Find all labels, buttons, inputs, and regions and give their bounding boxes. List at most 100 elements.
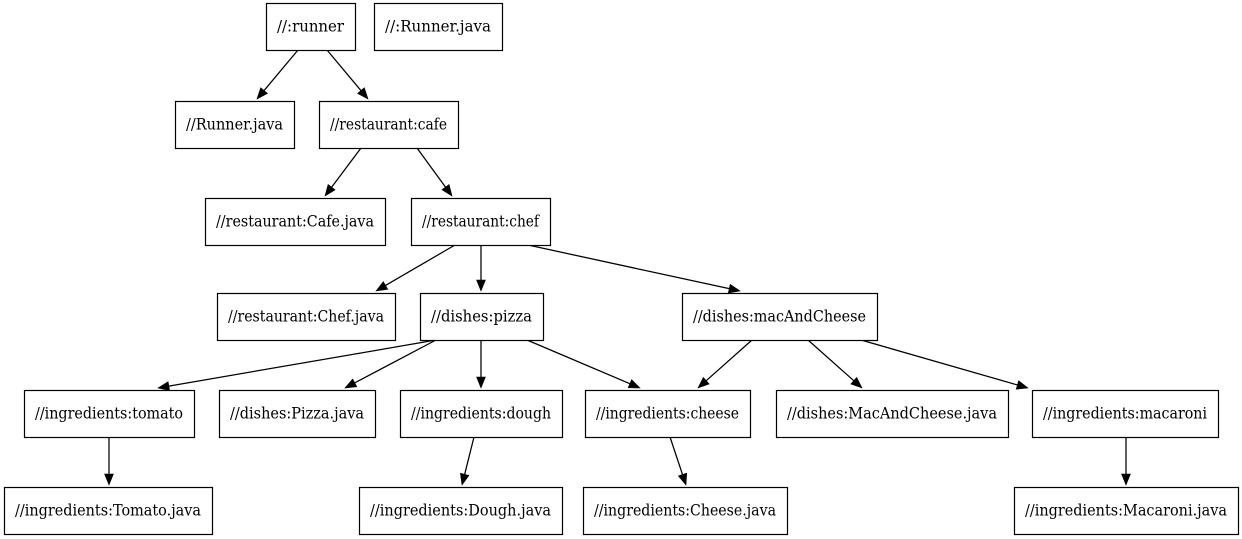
- edge-line: [526, 339, 631, 385]
- node-box[interactable]: [204, 197, 387, 247]
- graph-edge: [807, 339, 863, 389]
- graph-node-macandcheese_java[interactable]: //dishes:MacAndCheese.java: [775, 389, 1010, 439]
- graph-node-dough_java[interactable]: //ingredients:Dough.java: [358, 486, 564, 536]
- graph-node-runner[interactable]: //:runner: [265, 2, 357, 52]
- graph-edge: [416, 147, 453, 197]
- node-box[interactable]: [399, 389, 564, 439]
- edge-line: [331, 147, 362, 188]
- node-label: //dishes:MacAndCheese.java: [787, 405, 997, 423]
- edge-line: [416, 147, 447, 188]
- arrowhead-icon: [344, 378, 358, 389]
- node-box[interactable]: [775, 389, 1010, 439]
- graph-edge: [256, 49, 299, 100]
- graph-node-tomato_java[interactable]: //ingredients:Tomato.java: [3, 486, 214, 536]
- node-box[interactable]: [1013, 486, 1240, 536]
- node-label: //ingredients:Macaroni.java: [1025, 502, 1227, 520]
- arrowhead-icon: [627, 379, 641, 389]
- node-label: //ingredients:tomato: [35, 405, 183, 423]
- node-box[interactable]: [3, 486, 214, 536]
- edge-line: [705, 339, 753, 382]
- node-box[interactable]: [584, 389, 752, 439]
- node-box[interactable]: [216, 292, 397, 342]
- graph-node-runner_java_root[interactable]: //:Runner.java: [373, 2, 504, 52]
- edge-line: [168, 339, 437, 387]
- graph-edge: [326, 49, 369, 100]
- node-label: //dishes:pizza: [431, 308, 532, 326]
- edge-line: [527, 244, 730, 290]
- graph-node-macaroni_java[interactable]: //ingredients:Macaroni.java: [1013, 486, 1240, 536]
- graph-node-chef_java[interactable]: //restaurant:Chef.java: [216, 292, 397, 342]
- graph-edge: [104, 437, 114, 486]
- graph-edge: [157, 339, 437, 391]
- edge-line: [354, 339, 437, 384]
- node-box[interactable]: [1031, 389, 1220, 439]
- node-box[interactable]: [265, 2, 357, 52]
- graph-node-runner_java[interactable]: //Runner.java: [174, 100, 296, 150]
- graph-edge: [669, 436, 688, 486]
- graph-edge: [697, 339, 753, 389]
- node-box[interactable]: [23, 389, 196, 439]
- edge-line: [860, 339, 1018, 386]
- node-box[interactable]: [582, 486, 789, 536]
- edge-line: [263, 49, 299, 91]
- graph-node-tomato[interactable]: //ingredients:tomato: [23, 389, 196, 439]
- node-box[interactable]: [218, 389, 377, 439]
- arrowhead-icon: [256, 87, 268, 100]
- arrowhead-icon: [476, 376, 486, 389]
- node-label: //restaurant:Chef.java: [228, 308, 384, 326]
- node-label: //ingredients:macaroni: [1043, 405, 1207, 423]
- node-box[interactable]: [373, 2, 504, 52]
- arrowhead-icon: [850, 376, 863, 389]
- graph-edge: [324, 147, 362, 197]
- arrowhead-icon: [157, 381, 170, 391]
- node-box[interactable]: [174, 100, 296, 150]
- node-label: //ingredients:Tomato.java: [15, 502, 201, 520]
- arrowhead-icon: [375, 281, 389, 292]
- graph-edge: [476, 245, 486, 292]
- nodes-layer: //:runner //:Runner.java //Runner.java //re…: [3, 2, 1240, 536]
- graph-node-cheese[interactable]: //ingredients:cheese: [584, 389, 752, 439]
- arrowhead-icon: [460, 472, 470, 486]
- node-box[interactable]: [419, 292, 545, 342]
- arrowhead-icon: [476, 279, 486, 292]
- graph-node-chef[interactable]: //restaurant:chef: [410, 197, 552, 247]
- node-label: //dishes:Pizza.java: [230, 405, 364, 423]
- node-box[interactable]: [410, 197, 552, 247]
- edge-line: [385, 244, 456, 287]
- node-label: //:runner: [277, 18, 345, 36]
- graph-node-cafe_java[interactable]: //restaurant:Cafe.java: [204, 197, 387, 247]
- graph-edge: [460, 436, 475, 486]
- edges-layer: [104, 49, 1131, 486]
- node-label: //restaurant:chef: [422, 213, 540, 231]
- graph-node-dough[interactable]: //ingredients:dough: [399, 389, 564, 439]
- node-box[interactable]: [318, 100, 460, 150]
- graph-node-pizza_java[interactable]: //dishes:Pizza.java: [218, 389, 377, 439]
- node-label: //:Runner.java: [385, 18, 491, 36]
- node-label: //ingredients:Cheese.java: [594, 502, 776, 520]
- edge-line: [669, 436, 684, 475]
- graph-edge: [860, 339, 1029, 390]
- graph-node-pizza[interactable]: //dishes:pizza: [419, 292, 545, 342]
- arrowhead-icon: [1015, 380, 1029, 390]
- graph-node-macaroni[interactable]: //ingredients:macaroni: [1031, 389, 1220, 439]
- arrowhead-icon: [441, 184, 453, 197]
- node-label: //Runner.java: [186, 116, 283, 134]
- node-label: //restaurant:cafe: [330, 116, 447, 134]
- node-box[interactable]: [358, 486, 564, 536]
- node-label: //dishes:macAndCheese: [693, 308, 866, 326]
- arrowhead-icon: [697, 376, 710, 389]
- graph-edge: [527, 244, 741, 294]
- graph-node-cheese_java[interactable]: //ingredients:Cheese.java: [582, 486, 789, 536]
- arrowhead-icon: [104, 473, 114, 486]
- node-label: //ingredients:cheese: [596, 405, 739, 423]
- node-box[interactable]: [681, 292, 879, 342]
- graph-node-macandcheese[interactable]: //dishes:macAndCheese: [681, 292, 879, 342]
- edge-line: [464, 436, 475, 475]
- graph-edge: [375, 244, 456, 292]
- arrowhead-icon: [1121, 473, 1131, 486]
- edge-line: [807, 339, 855, 382]
- graph-node-cafe[interactable]: //restaurant:cafe: [318, 100, 460, 150]
- node-label: //restaurant:Cafe.java: [216, 213, 374, 231]
